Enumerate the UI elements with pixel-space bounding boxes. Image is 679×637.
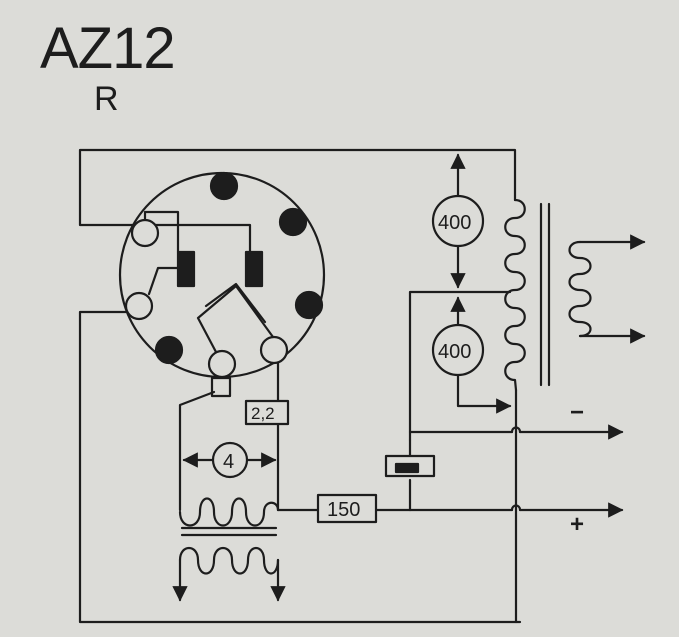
pin-open (130, 218, 160, 248)
main-transformer-core (539, 202, 551, 387)
resistor-2-2-label: 2,2 (251, 404, 275, 423)
tube-envelope (118, 171, 326, 379)
filament-leads (178, 361, 280, 512)
r400-bottom-circle (431, 323, 485, 377)
resistor-2-2 (244, 399, 290, 426)
r400-bottom-lead (456, 370, 512, 414)
filament-coil-top (178, 497, 280, 527)
pin-filled (278, 207, 308, 237)
output-coil (568, 240, 592, 338)
pin-open (259, 335, 289, 365)
anode-plate-right (244, 250, 264, 288)
filament-voltage-label: 4 (223, 451, 234, 473)
r400-top-label: 400 (438, 212, 471, 234)
r400-top-circle (431, 194, 485, 248)
anode-plate-left (176, 250, 196, 288)
negative-sign: − (570, 399, 584, 426)
pin-open (124, 291, 154, 321)
filament-core (180, 526, 278, 537)
filament-v (196, 282, 275, 354)
outer-wire (78, 148, 517, 264)
filament-coil-bottom (178, 546, 280, 575)
capacitor-plate (394, 462, 420, 474)
tube-title: AZ12 (40, 16, 175, 81)
filament-voltage-circle (211, 441, 249, 479)
filament-cap (210, 376, 232, 398)
plate-wire-left (78, 310, 522, 624)
tube-subtitle: R (94, 80, 119, 118)
pin-filled (294, 290, 324, 320)
pin-open (207, 349, 237, 379)
r400-bottom-label: 400 (438, 341, 471, 363)
main-transformer-coil (504, 198, 526, 392)
internal-leads (143, 210, 180, 296)
pin-filled (154, 335, 184, 365)
positive-sign: + (570, 511, 584, 538)
pin-filled (209, 171, 239, 201)
tap-wire (408, 290, 512, 442)
resistor-150 (316, 493, 378, 524)
resistor-150-label: 150 (327, 499, 360, 521)
